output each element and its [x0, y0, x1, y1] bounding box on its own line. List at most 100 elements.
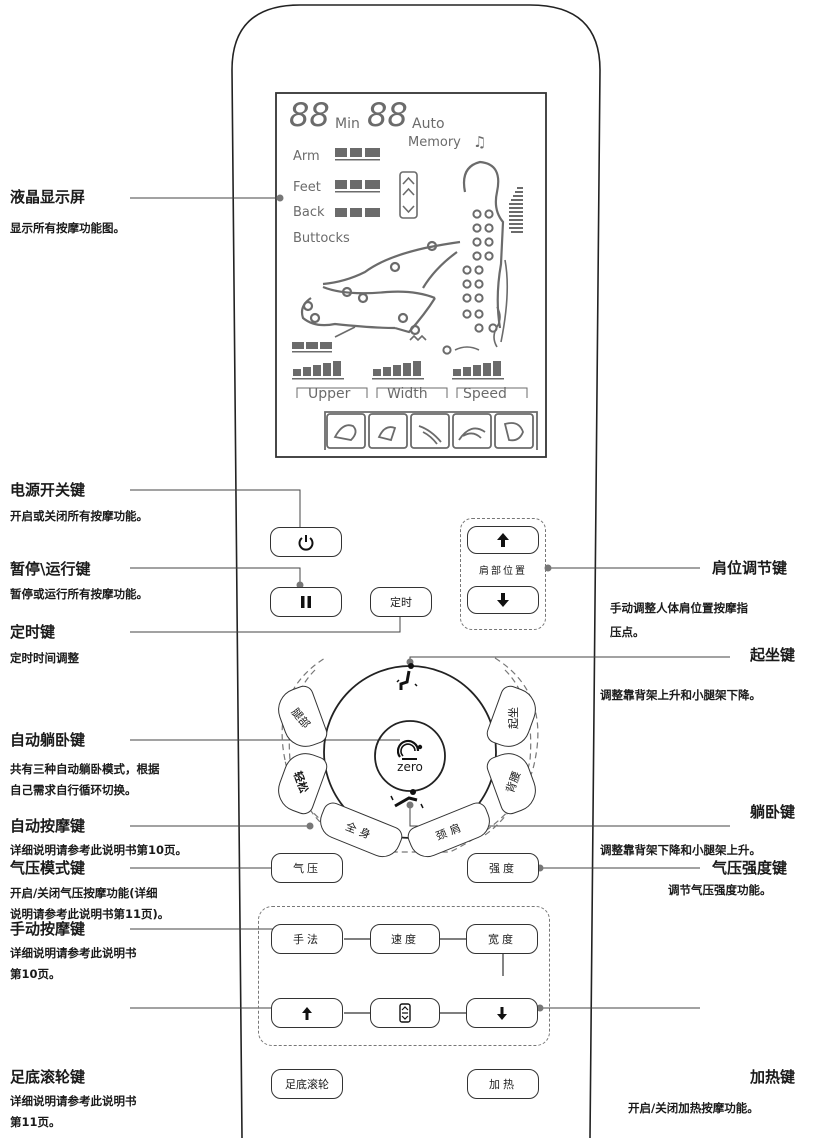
shoulder-annotation-desc-1: 手动调整人体肩位置按摩指 [610, 601, 748, 615]
manual-up-button[interactable] [271, 998, 343, 1028]
intensity-button[interactable]: 强度 [467, 853, 539, 883]
recline-annotation-title: 躺卧键 [750, 803, 796, 821]
recline-icon [390, 789, 424, 809]
power-button[interactable] [270, 527, 342, 557]
shoulder-position-group [460, 518, 546, 630]
arrow-down-icon [497, 1006, 507, 1020]
timer-button[interactable]: 定时 [370, 587, 432, 617]
zero-button-ring [374, 720, 446, 792]
vertical-position-bar [509, 187, 523, 233]
power-annotation-desc: 开启或关闭所有按摩功能。 [10, 509, 148, 523]
pause-button[interactable] [270, 587, 342, 617]
manual-down-button[interactable] [466, 998, 538, 1028]
air-pressure-button[interactable]: 气压 [271, 853, 343, 883]
foot-roller-button-label: 足底滚轮 [285, 1078, 329, 1091]
pause-annotation-title: 暂停\运行键 [10, 560, 91, 578]
lcd-memory-label: Memory [408, 135, 461, 150]
power-annotation-title: 电源开关键 [10, 481, 86, 499]
speed-button[interactable]: 速度 [370, 924, 440, 954]
timer-button-label: 定时 [390, 596, 412, 609]
bottom-left-bars [292, 342, 332, 353]
manual-position-button[interactable] [370, 998, 440, 1028]
pause-icon [301, 596, 311, 608]
timer-annotation-desc: 定时时间调整 [10, 651, 79, 665]
sit-up-button[interactable] [393, 660, 421, 694]
lcd-min-label: Min [335, 116, 360, 132]
air-wave-icon [454, 346, 480, 351]
width-level-bars [372, 361, 424, 380]
shoulder-annotation-title: 肩位调节键 [712, 559, 788, 577]
air-mode-annotation-desc-2: 说明请参考此说明书第11页)。 [10, 907, 170, 921]
manual-group-connectors [344, 938, 504, 1014]
position-adjust-icon [399, 1003, 411, 1023]
relax-button-label: 轻松 [290, 769, 311, 795]
lcd-arm-label: Arm [293, 149, 320, 164]
lcd-auto-label: Auto [412, 116, 445, 132]
technique-button-label: 手法 [293, 933, 321, 946]
auto-massage-annotation-desc: 详细说明请参考此说明书第10页。 [10, 843, 188, 857]
back-level-bars [335, 208, 380, 217]
auto-recline-annotation-desc-2: 自己需求自行循环切换。 [10, 783, 137, 797]
lcd-annotation-desc: 显示所有按摩功能图。 [10, 221, 125, 235]
foot-roller-annotation-desc-1: 详细说明请参考此说明书 [10, 1094, 137, 1108]
sit-up-icon [396, 663, 418, 690]
width-button[interactable]: 宽度 [466, 924, 538, 954]
arrow-up-icon [497, 533, 509, 547]
lcd-back-label: Back [293, 205, 325, 220]
width-button-label: 宽度 [488, 933, 516, 946]
auto-recline-annotation-title: 自动躺卧键 [10, 731, 86, 749]
zero-button[interactable]: zero [381, 727, 439, 785]
heat-wave-icon [409, 334, 427, 342]
heat-annotation-desc: 开启/关闭加热按摩功能。 [628, 1101, 759, 1115]
auto-massage-annotation-title: 自动按摩键 [10, 817, 86, 835]
tapping-hand-icon [377, 426, 397, 442]
rolling-hand-icon [418, 425, 442, 445]
technique-icons [324, 411, 538, 450]
air-mode-annotation-title: 气压模式键 [10, 859, 86, 877]
kneading-hand-icon [333, 424, 357, 441]
lcd-min-digits: 88 [289, 96, 330, 134]
massage-chair-figure [300, 160, 505, 336]
full-body-button-label: 全身 [343, 819, 377, 844]
neck-shoulder-button-label: 颈肩 [433, 819, 467, 844]
air-mode-annotation-desc-1: 开启/关闭气压按摩功能(详细 [10, 886, 158, 900]
zero-label: zero [397, 759, 423, 774]
pause-annotation-desc: 暂停或运行所有按摩功能。 [10, 587, 148, 601]
arrow-icon [500, 259, 509, 343]
speed-level-bars [452, 361, 504, 380]
lcd-buttocks-label: Buttocks [293, 231, 350, 246]
foot-roller-annotation-title: 足底滚轮键 [10, 1068, 86, 1086]
speed-button-label: 速度 [391, 933, 419, 946]
arm-level-bars [335, 148, 380, 161]
situp-annotation-title: 起坐键 [750, 646, 796, 664]
back-waist-button-label: 背腰 [503, 769, 524, 795]
recline-annotation-desc: 调整靠背架下降和小腿架上升。 [600, 843, 761, 857]
heat-button[interactable]: 加热 [467, 1069, 539, 1099]
manual-massage-group [258, 906, 550, 1046]
intensity-annotation-title: 气压强度键 [712, 859, 788, 877]
timer-annotation-title: 定时键 [10, 623, 56, 641]
shoulder-adjust-icon [399, 171, 418, 219]
heat-button-label: 加热 [489, 1078, 517, 1091]
air-pressure-button-label: 气压 [293, 862, 321, 875]
shoulder-up-button[interactable] [467, 526, 539, 554]
upper-level-bars [292, 361, 344, 380]
manual-annotation-desc-2: 第10页。 [10, 967, 61, 981]
zero-gravity-icon [397, 739, 423, 760]
situp-annotation-desc: 调整靠背架上升和小腿架下降。 [600, 688, 761, 702]
intensity-button-label: 强度 [489, 862, 517, 875]
shoulder-down-button[interactable] [467, 586, 539, 614]
leg-button-label: 腿部 [288, 705, 313, 731]
intensity-annotation-desc: 调节气压强度功能。 [668, 883, 772, 897]
heat-annotation-title: 加热键 [750, 1068, 796, 1086]
lcd-auto-digits: 88 [367, 96, 408, 134]
foot-roller-annotation-desc-2: 第11页。 [10, 1115, 61, 1129]
foot-roller-button[interactable]: 足底滚轮 [271, 1069, 343, 1099]
lift-button-label: 起坐 [507, 707, 520, 729]
lcd-upper-label: Upper [308, 386, 351, 402]
technique-button[interactable]: 手法 [271, 924, 343, 954]
manual-annotation-desc-1: 详细说明请参考此说明书 [10, 946, 137, 960]
auto-recline-annotation-desc-1: 共有三种自动躺卧模式，根据 [10, 762, 160, 776]
recline-button[interactable] [387, 786, 427, 812]
power-icon [298, 535, 314, 551]
